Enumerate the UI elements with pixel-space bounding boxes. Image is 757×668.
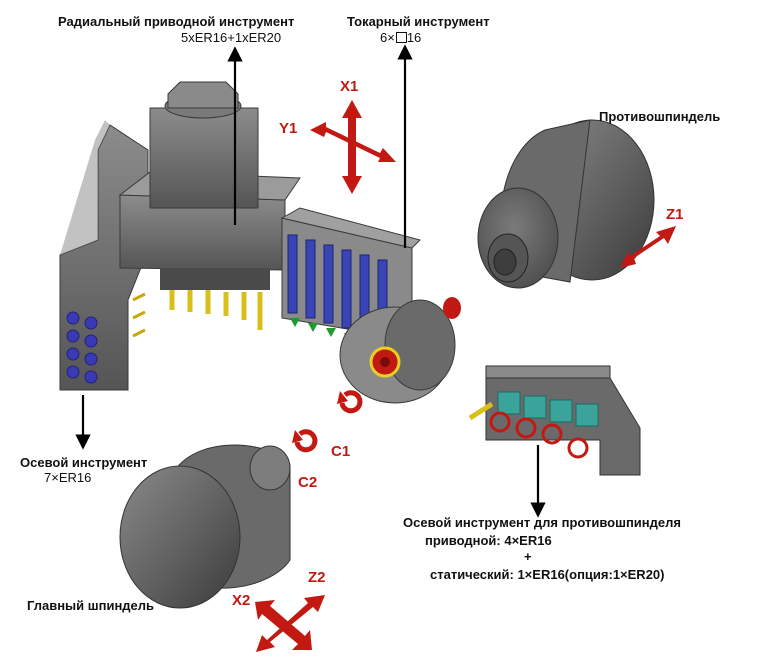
c1-rotation-heads bbox=[292, 391, 348, 443]
axis-x1-label: X1 bbox=[340, 78, 359, 95]
leader-arrows bbox=[75, 44, 546, 518]
z2-x2-cross-arrow bbox=[255, 595, 325, 652]
counter-axial-driven: приводной: 4×ER16 bbox=[425, 533, 552, 548]
counter-axial-static: статический: 1×ER16(опция:1×ER20) bbox=[430, 567, 665, 582]
axis-y1-label: Y1 bbox=[279, 120, 298, 137]
axial-tool-title: Осевой инструмент bbox=[20, 455, 148, 470]
counter-spindle-label: Противошпиндель bbox=[599, 109, 721, 124]
counter-spindle bbox=[477, 119, 655, 289]
counter-spindle-tool-block bbox=[468, 365, 641, 476]
axial-tool-holes bbox=[66, 311, 98, 384]
turning-tool-spec: 6× 16 bbox=[380, 30, 421, 45]
c1-rotation-arrows bbox=[294, 390, 363, 453]
counter-axial-plus: + bbox=[524, 549, 532, 564]
turret-assembly bbox=[59, 81, 461, 404]
radial-tools bbox=[160, 268, 270, 330]
turning-tool-title: Токарный инструмент bbox=[347, 14, 490, 29]
radial-tool-spec: 5xER16+1xER20 bbox=[181, 30, 282, 45]
axis-z2-label: Z2 bbox=[308, 569, 326, 586]
main-spindle bbox=[119, 444, 291, 609]
axial-tool-spec: 7×ER16 bbox=[44, 470, 92, 485]
axis-x2-label: X2 bbox=[232, 592, 251, 609]
counter-axial-title: Осевой инструмент для противошпинделя bbox=[403, 515, 681, 530]
x1-y1-cross-arrow bbox=[310, 100, 396, 194]
axis-z1-label: Z1 bbox=[666, 206, 684, 223]
radial-tool-title: Радиальный приводной инструмент bbox=[58, 14, 295, 29]
axis-c2-label: C2 bbox=[298, 474, 318, 491]
main-spindle-label: Главный шпиндель bbox=[27, 598, 155, 613]
side-drills bbox=[132, 292, 146, 338]
z1-arrow bbox=[620, 226, 676, 268]
axis-c1-label: C1 bbox=[331, 443, 351, 460]
turning-spec-suffix: 16 bbox=[406, 30, 422, 45]
square-shank-icon bbox=[395, 32, 407, 43]
turning-spec-prefix: 6× bbox=[380, 30, 395, 45]
